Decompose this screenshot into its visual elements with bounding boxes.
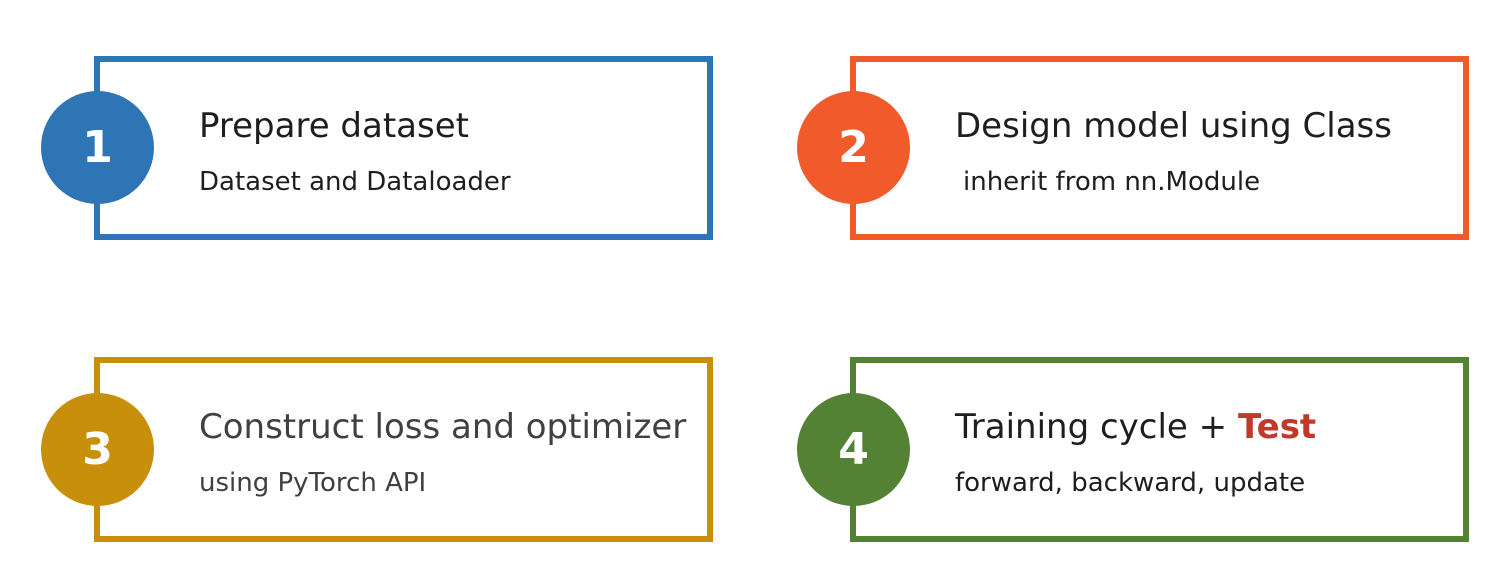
step-3-subtitle: using PyTorch API: [199, 468, 427, 498]
step-4-subtitle: forward, backward, update: [955, 468, 1306, 498]
step-3-number-badge: 3: [41, 393, 154, 506]
step-4-title-main: Training cycle +: [955, 407, 1228, 447]
step-2-title: Design model using Class: [955, 106, 1392, 146]
step-1-box: [94, 56, 713, 240]
step-4-number-badge: 4: [797, 393, 910, 506]
step-1-number-badge: 1: [41, 91, 154, 204]
step-2-subtitle: inherit from nn.Module: [963, 167, 1261, 197]
step-1-title: Prepare dataset: [199, 106, 469, 146]
step-4-title-highlight: Test: [1237, 407, 1317, 447]
step-4-box: [850, 357, 1469, 542]
step-2-number-badge: 2: [797, 91, 910, 204]
step-4-title: Training cycle + Test: [955, 407, 1316, 447]
step-2-box: [850, 56, 1469, 240]
step-3-title: Construct loss and optimizer: [199, 407, 687, 447]
step-3-box: [94, 357, 713, 542]
step-1-subtitle: Dataset and Dataloader: [199, 167, 511, 197]
